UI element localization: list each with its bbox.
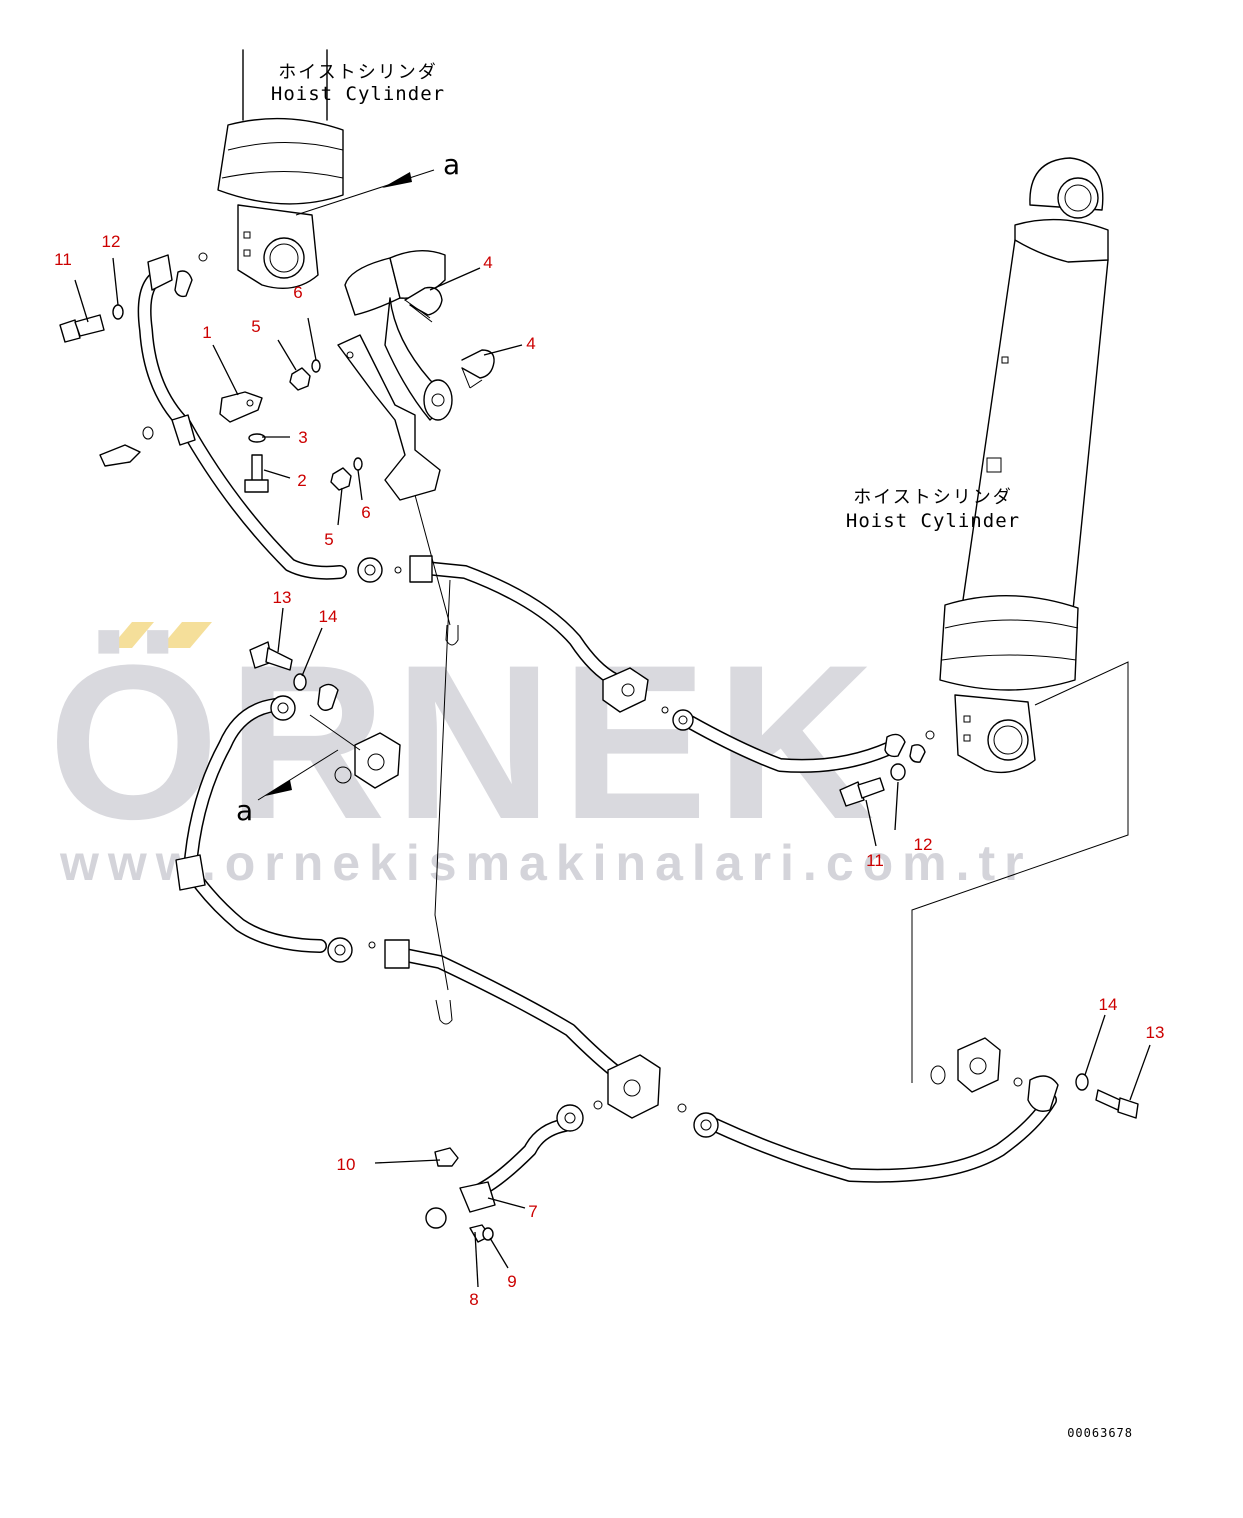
callout-14b: 14 bbox=[1099, 995, 1118, 1014]
callout-9: 9 bbox=[507, 1272, 516, 1291]
cylinder-right-en-label: Hoist Cylinder bbox=[846, 510, 1020, 532]
callout-11b: 11 bbox=[866, 851, 884, 870]
callout-1: 1 bbox=[202, 323, 211, 342]
detail-frame-line bbox=[911, 661, 1129, 1083]
view-a-top-label: a bbox=[443, 148, 460, 181]
hoist-cylinder-left bbox=[217, 49, 344, 289]
callout-8: 8 bbox=[469, 1290, 478, 1309]
callout-3: 3 bbox=[298, 428, 307, 447]
callout-12a: 12 bbox=[102, 232, 121, 251]
callout-10: 10 bbox=[337, 1155, 356, 1174]
flange-fittings bbox=[147, 252, 1059, 1138]
view-a-mid-arrow-line bbox=[257, 749, 339, 801]
clamp-plate bbox=[99, 391, 263, 467]
callout-11a: 11 bbox=[54, 250, 72, 269]
cylinder-left-en-label: Hoist Cylinder bbox=[271, 83, 445, 105]
watermark-url: www.ornekismakinalari.com.tr bbox=[59, 835, 1033, 891]
callout-7: 7 bbox=[528, 1202, 537, 1221]
callout-13a: 13 bbox=[273, 588, 292, 607]
view-a-mid-arrow-head bbox=[265, 780, 292, 796]
callout-6b: 6 bbox=[361, 503, 370, 522]
valve-block-mid bbox=[309, 714, 401, 789]
callout-5a: 5 bbox=[251, 317, 260, 336]
callout-numbers: 11 12 1 5 6 4 4 3 2 6 5 13 14 12 11 14 1… bbox=[54, 232, 1164, 1309]
callout-6a: 6 bbox=[293, 283, 302, 302]
callout-14a: 14 bbox=[319, 607, 338, 626]
callout-4b: 4 bbox=[526, 334, 535, 353]
u-bolts bbox=[404, 286, 495, 389]
callout-4a: 4 bbox=[483, 253, 492, 272]
callout-13b: 13 bbox=[1146, 1023, 1165, 1042]
valve-block-upper bbox=[602, 667, 649, 713]
view-a-top-arrow-head bbox=[382, 172, 412, 188]
view-a-mid-label: a bbox=[236, 794, 253, 827]
callout-12b: 12 bbox=[914, 835, 933, 854]
drawing-number: 00063678 bbox=[1067, 1426, 1133, 1440]
hose-bracket bbox=[337, 250, 453, 501]
hoist-cylinder-right bbox=[939, 157, 1109, 774]
callout-2: 2 bbox=[297, 471, 306, 490]
bolt-parts bbox=[59, 304, 1139, 1243]
cylinder-right-jp-label: ホイストシリンダ bbox=[853, 487, 1012, 508]
watermark-accent-right bbox=[160, 622, 212, 648]
watermark-accent-left bbox=[110, 622, 154, 648]
watermark-brand: ÖRNEK bbox=[48, 619, 883, 865]
callout-5b: 5 bbox=[324, 530, 333, 549]
valve-block-lower bbox=[593, 1054, 687, 1119]
callout-leaders bbox=[74, 257, 1151, 1288]
valve-block-right bbox=[930, 1037, 1001, 1093]
cylinder-left-jp-label: ホイストシリンダ bbox=[278, 62, 437, 83]
